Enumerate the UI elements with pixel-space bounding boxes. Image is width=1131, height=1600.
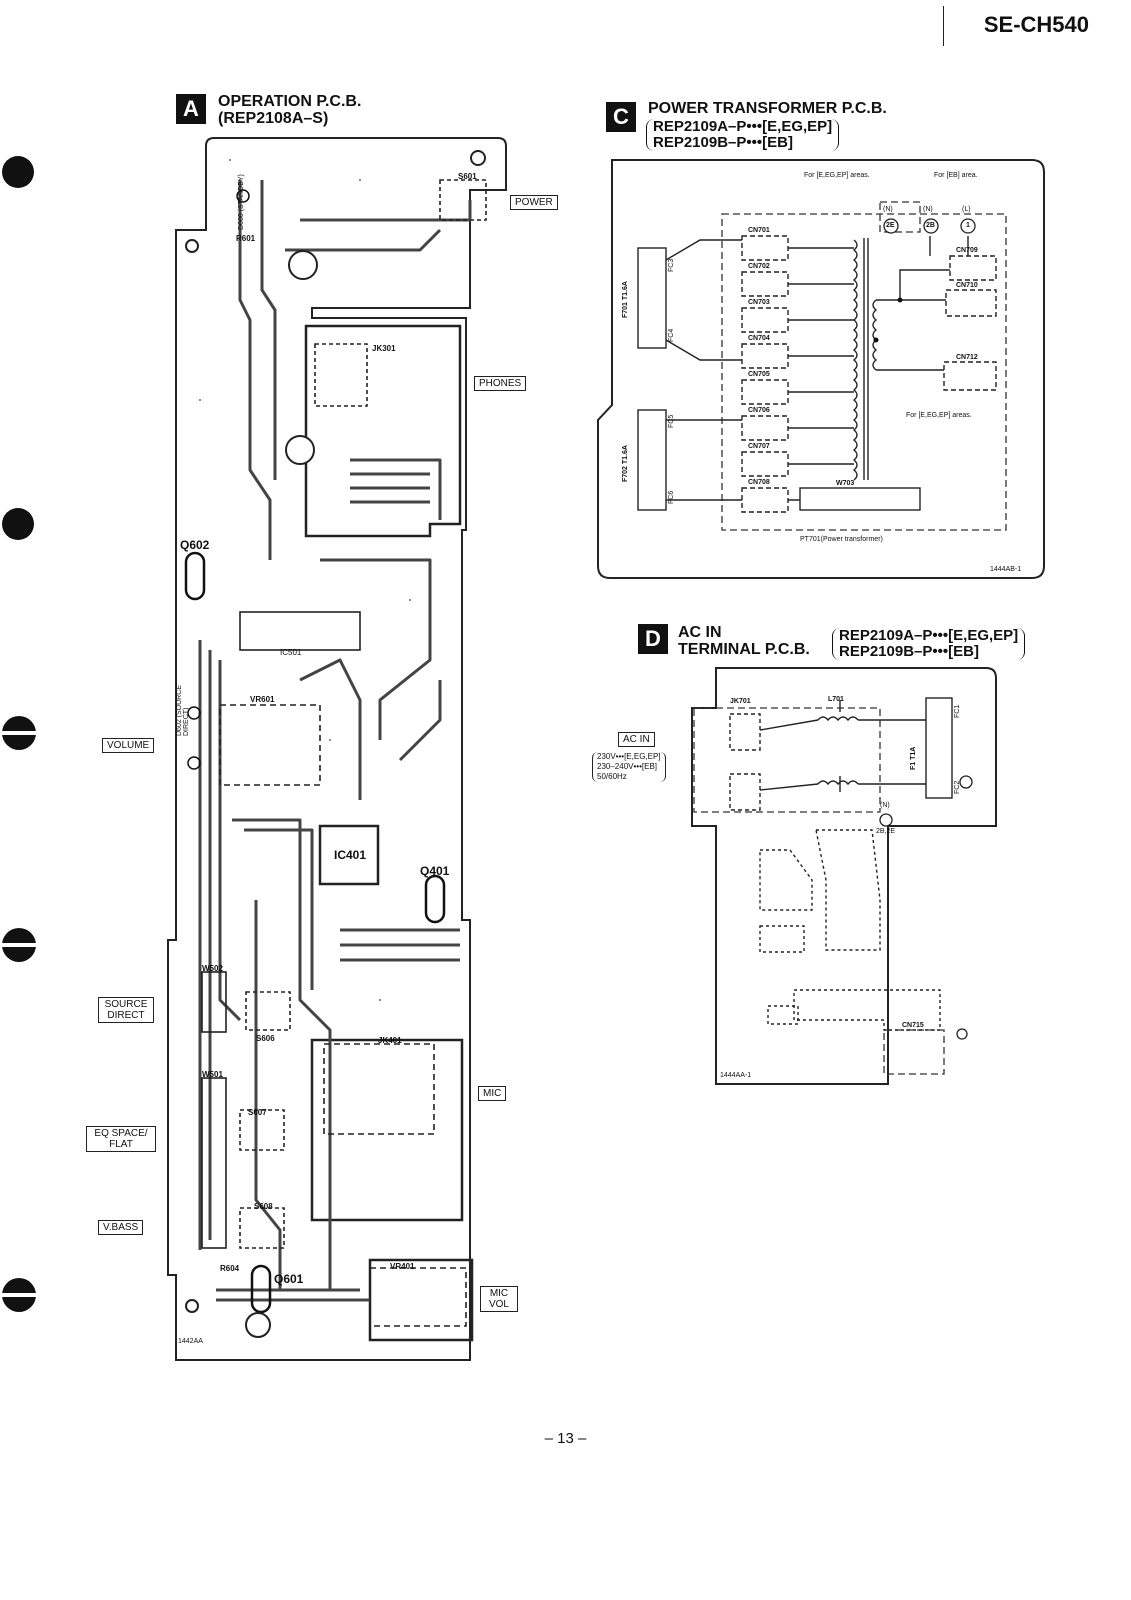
section-d-part-box: REP2109A–P•••[E,EG,EP] REP2109B–P•••[EB] <box>832 627 1026 660</box>
voltage-line-1: 230V•••[E,EG,EP] <box>597 752 661 761</box>
section-d-part-b: REP2109B–P•••[EB] <box>839 643 979 660</box>
pcb-d-number: 1444AA-1 <box>720 1072 752 1079</box>
pcb-c-number: 1444AB-1 <box>990 566 1022 573</box>
note-e-eg-ep: For [E,EG,EP] areas. <box>804 172 870 179</box>
pt701-label: PT701(Power transformer) <box>800 536 883 543</box>
binder-hole-icon <box>2 508 34 540</box>
w501-label: W501 <box>202 1070 223 1079</box>
ic401-label: IC401 <box>334 848 367 862</box>
voltage-line-2: 230–240V•••[EB] <box>597 762 657 771</box>
section-c-part-a: REP2109A–P•••[E,EG,EP] <box>653 118 833 135</box>
d600-label: D600 (STANDBY) <box>238 174 245 230</box>
model-number: SE-CH540 <box>942 6 1089 46</box>
cn703-label: CN703 <box>748 299 770 306</box>
terminal-n2: (N) <box>923 206 933 213</box>
mic-vol-tag: MIC VOL <box>480 1286 518 1312</box>
terminal-l: (L) <box>962 206 971 213</box>
cn702-label: CN702 <box>748 263 770 270</box>
fc1-label: FC1 <box>954 704 961 718</box>
r604-label: R604 <box>220 1264 240 1273</box>
cn704-label: CN704 <box>748 335 770 342</box>
cn705-label: CN705 <box>748 371 770 378</box>
ic501-label: IC501 <box>280 648 302 657</box>
s608-label: S608 <box>254 1202 273 1211</box>
section-c-part-b: REP2109B–P•••[EB] <box>653 134 793 151</box>
fc2-label: FC2 <box>954 780 961 794</box>
q401-label: Q401 <box>420 864 450 878</box>
page-number: – 13 – <box>544 1430 587 1447</box>
w703-label: W703 <box>836 480 855 487</box>
binder-hole-icon <box>2 716 36 750</box>
jk701-label: JK701 <box>730 698 751 705</box>
w502-label: W502 <box>202 964 223 973</box>
phones-tag: PHONES <box>474 376 527 391</box>
voltage-box: 230V•••[E,EG,EP] 230–240V•••[EB] 50/60Hz <box>592 752 666 782</box>
binder-hole-icon <box>2 1278 36 1312</box>
q602-label: Q602 <box>180 538 210 552</box>
eq-space-flat-tag: EQ SPACE/ FLAT <box>86 1126 156 1152</box>
terminal-n1: (N) <box>883 206 893 213</box>
q601-label: Q601 <box>274 1272 304 1286</box>
fc4-label: FC4 <box>668 328 675 342</box>
note-eb: For [EB] area. <box>934 172 978 179</box>
voltage-line-3: 50/60Hz <box>597 772 627 781</box>
binder-hole-icon <box>2 928 36 962</box>
vr401-label: VR401 <box>390 1262 415 1271</box>
power-tag: POWER <box>510 195 558 210</box>
cn709-label: CN709 <box>956 247 978 254</box>
mic-tag: MIC <box>478 1086 507 1101</box>
section-d-title-1: AC IN <box>678 624 722 641</box>
r601-label: R601 <box>236 234 256 243</box>
binder-hole-icon <box>2 156 34 188</box>
terminal-2e: 2E <box>886 222 895 229</box>
n-target-label: 2B,2E <box>876 828 896 835</box>
terminal-1: 1 <box>966 222 970 229</box>
section-c-badge: C <box>606 102 636 132</box>
cn707-label: CN707 <box>748 443 770 450</box>
note-e-eg-ep-2: For [E,EG,EP] areas. <box>906 412 972 419</box>
d602-label: D602 (SOURCE DIRECT) <box>176 685 190 736</box>
section-c-part-box: REP2109A–P•••[E,EG,EP] REP2109B–P•••[EB] <box>646 118 840 151</box>
source-direct-tag: SOURCE DIRECT <box>98 997 154 1023</box>
s601-label: S601 <box>458 172 477 181</box>
cn706-label: CN706 <box>748 407 770 414</box>
cn715-label: CN715 <box>902 1022 924 1029</box>
s606-label: S606 <box>256 1034 275 1043</box>
s607-label: S607 <box>248 1108 267 1117</box>
section-c-title: POWER TRANSFORMER P.C.B. <box>648 100 887 117</box>
cn712-label: CN712 <box>956 354 978 361</box>
fuse-f1-label: F1 T1A <box>910 746 917 770</box>
section-a-part: (REP2108A–S) <box>218 110 329 127</box>
jk301-label: JK301 <box>372 344 396 353</box>
fc5-label: FC5 <box>668 414 675 428</box>
section-d-badge: D <box>638 624 668 654</box>
cn710-label: CN710 <box>956 282 978 289</box>
volume-tag: VOLUME <box>102 738 155 753</box>
jk401-label: JK401 <box>378 1036 402 1045</box>
f701-label: F701 T1.6A <box>622 281 629 318</box>
cn701-label: CN701 <box>748 227 770 234</box>
fc6-label: FC6 <box>668 490 675 504</box>
pcb-a-number: 1442AA <box>178 1338 203 1345</box>
terminal-2b: 2B <box>926 222 935 229</box>
section-d-part-a: REP2109A–P•••[E,EG,EP] <box>839 627 1019 644</box>
cn708-label: CN708 <box>748 479 770 486</box>
n-label: (N) <box>880 802 890 809</box>
section-d-title-2: TERMINAL P.C.B. <box>678 641 810 658</box>
f702-label: F702 T1.6A <box>622 445 629 482</box>
section-a-title: OPERATION P.C.B. <box>218 93 362 110</box>
vbass-tag: V.BASS <box>98 1220 144 1235</box>
vr601-label: VR601 <box>250 695 275 704</box>
l701-label: L701 <box>828 696 844 703</box>
section-a-badge: A <box>176 94 206 124</box>
fc3-label: FC3 <box>668 258 675 272</box>
ac-in-tag: AC IN <box>618 732 655 747</box>
